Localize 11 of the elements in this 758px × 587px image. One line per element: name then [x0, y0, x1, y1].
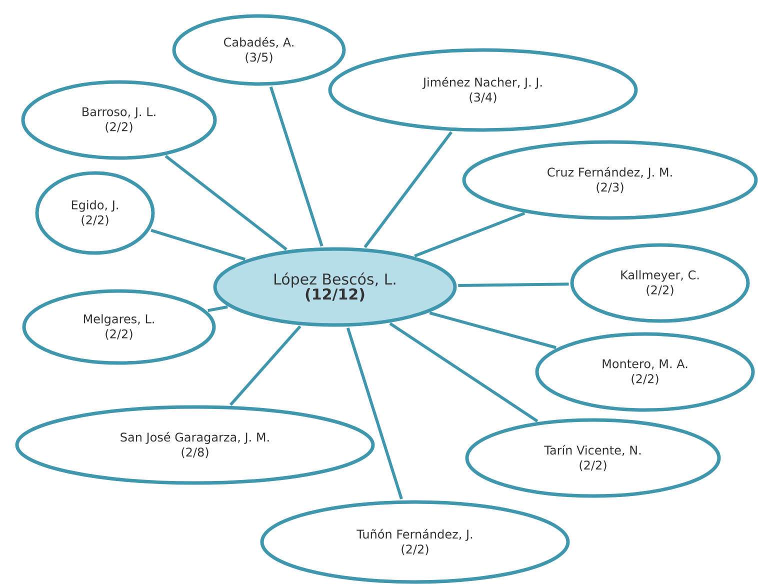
connector-line: [269, 86, 324, 246]
connector-line: [229, 325, 302, 406]
connector-line: [164, 154, 288, 251]
connector-line: [364, 131, 453, 248]
connector-line: [346, 328, 403, 500]
connector-line: [389, 322, 538, 422]
connector-line: [458, 282, 569, 287]
connector-line: [150, 228, 246, 261]
connector-line: [414, 212, 526, 258]
connector-line: [208, 305, 228, 312]
connector-line: [429, 312, 556, 350]
